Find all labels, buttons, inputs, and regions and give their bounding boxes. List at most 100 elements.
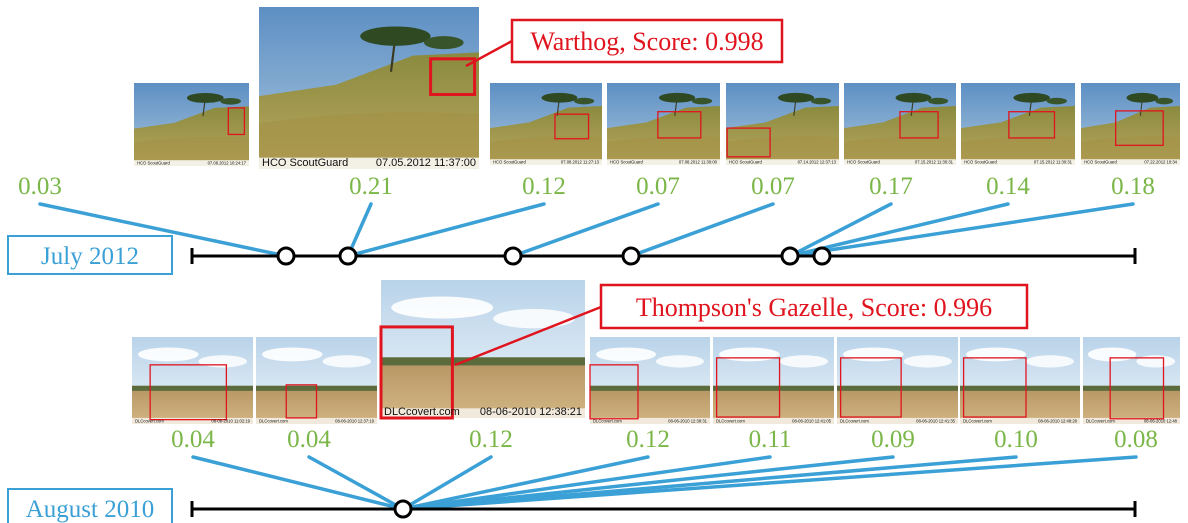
connectors-july-2012 bbox=[38, 202, 1135, 258]
connector-line bbox=[191, 455, 405, 511]
score-label: 0.07 bbox=[751, 173, 795, 200]
connector-line bbox=[401, 455, 772, 511]
score-label: 0.11 bbox=[749, 426, 792, 453]
score-label: 0.07 bbox=[636, 173, 680, 200]
camera-timestamp-text: 08-06-2010 12:37:19 bbox=[335, 419, 375, 424]
connector-line bbox=[346, 202, 546, 258]
camera-timestamp-text: 07.15.2012 11:30:31 bbox=[1034, 160, 1073, 165]
timeline-marker bbox=[393, 499, 413, 519]
detection-box bbox=[285, 384, 318, 419]
score-label: 0.04 bbox=[287, 426, 331, 453]
detection-box bbox=[589, 364, 639, 420]
score-label: 0.12 bbox=[469, 426, 513, 453]
score-label: 0.10 bbox=[994, 426, 1038, 453]
camera-timestamp-text: 07.08.2012 11:30:00 bbox=[679, 160, 718, 165]
connector-line bbox=[629, 202, 775, 258]
timeline-marker bbox=[621, 246, 641, 266]
detection-box bbox=[379, 325, 454, 420]
camera-brand-text: DLCcovert.com bbox=[963, 419, 992, 424]
detection-box bbox=[149, 364, 228, 421]
connector-line bbox=[401, 455, 1138, 511]
markers-july-2012 bbox=[276, 246, 832, 266]
connector-line bbox=[401, 455, 650, 511]
camera-timestamp-text: 07.22.2012 10:34 bbox=[1144, 160, 1177, 165]
date-label-august-2010-box: August 2010 bbox=[7, 488, 173, 523]
score-label: 0.04 bbox=[171, 426, 215, 453]
camera-brand-text: HCO ScoutGuard bbox=[610, 160, 643, 165]
detection-box bbox=[715, 357, 781, 418]
camera-timestamp-text: 08-06-2010 12:38:21 bbox=[480, 406, 582, 418]
score-label: 0.12 bbox=[626, 426, 670, 453]
score-label: 0.18 bbox=[1111, 173, 1155, 200]
camera-timestamp-text: 08-06-2010 12:48 bbox=[1144, 419, 1178, 424]
detection-box bbox=[726, 127, 771, 158]
camera-timestamp-text: 08-06-2010 12:48:28 bbox=[1038, 419, 1078, 424]
timeline-marker bbox=[276, 246, 296, 266]
date-label-august-2010: August 2010 bbox=[26, 496, 154, 523]
connector-line bbox=[788, 202, 1010, 258]
callout-warthog-text: Warthog, Score: 0.998 bbox=[530, 27, 763, 56]
score-label: 0.08 bbox=[1114, 426, 1158, 453]
timeline-marker bbox=[338, 246, 358, 266]
camera-brand-text: HCO ScoutGuard bbox=[847, 160, 880, 165]
callout-gazelle-text: Thompson's Gazelle, Score: 0.996 bbox=[636, 293, 992, 322]
connector-line bbox=[788, 202, 893, 258]
score-label: 0.17 bbox=[869, 173, 913, 200]
connector-line bbox=[401, 455, 493, 511]
camera-brand-text: DLCcovert.com bbox=[840, 419, 869, 424]
camera-brand-text: DLCcovert.com bbox=[593, 419, 622, 424]
camera-timestamp-text: 07.15.2012 11:30:31 bbox=[915, 160, 954, 165]
camera-brand-text: HCO ScoutGuard bbox=[1084, 160, 1117, 165]
callout-gazelle: Thompson's Gazelle, Score: 0.996 bbox=[454, 283, 1029, 367]
timeline-july-2012 bbox=[190, 248, 1137, 264]
detection-box bbox=[429, 57, 477, 96]
timeline-marker bbox=[503, 246, 523, 266]
camera-brand-text: DLCcovert.com bbox=[384, 406, 460, 418]
detection-box bbox=[1008, 111, 1056, 139]
camera-timestamp-text: 08-06-2010 12:41:05 bbox=[792, 419, 832, 424]
connector-line bbox=[788, 202, 1135, 258]
camera-timestamp-text: 07.08.2012 11:27:13 bbox=[561, 160, 600, 165]
detection-box bbox=[1115, 110, 1164, 146]
detection-box bbox=[227, 107, 246, 136]
markers-august-2010 bbox=[393, 499, 413, 519]
thumbnail: HCO ScoutGuard 07.15.2012 11:30:31 bbox=[844, 83, 956, 165]
thumbnail: DLCcovert.com 08-06-2010 12:38:31 bbox=[589, 337, 710, 424]
thumbnail: HCO ScoutGuard 07.08.2012 11:27:13 bbox=[490, 83, 602, 165]
timeline-marker bbox=[812, 246, 832, 266]
date-label-july-2012: July 2012 bbox=[41, 243, 139, 270]
camera-brand-text: DLCcovert.com bbox=[259, 419, 288, 424]
callout-warthog: Warthog, Score: 0.998 bbox=[465, 18, 784, 68]
thumbnail: DLCcovert.com 08-06-2010 12:48:28 bbox=[960, 337, 1080, 424]
detection-box bbox=[962, 357, 1027, 418]
connector-line bbox=[307, 455, 405, 511]
camera-brand-text: HCO ScoutGuard bbox=[137, 161, 170, 166]
detection-box bbox=[1109, 357, 1165, 420]
camera-timestamp-text: 08-06-2010 11:02:19 bbox=[211, 419, 250, 424]
thumbnail: DLCcovert.com 08-06-2010 12:37:19 bbox=[256, 337, 377, 424]
camera-timestamp-text: 07.14.2012 12:37:13 bbox=[798, 160, 837, 165]
date-label-july-2012-box: July 2012 bbox=[7, 235, 173, 275]
camera-brand-text: HCO ScoutGuard bbox=[493, 160, 526, 165]
timeline-august-2010 bbox=[190, 501, 1137, 517]
thumbnail: HCO ScoutGuard 07.08.2012 11:30:00 bbox=[607, 83, 720, 165]
camera-timestamp-text: 08-06-2010 12:41:35 bbox=[916, 419, 956, 424]
detection-box bbox=[899, 111, 939, 139]
score-label: 0.09 bbox=[871, 426, 915, 453]
camera-timestamp-text: 08-06-2010 12:38:31 bbox=[668, 419, 708, 424]
score-label: 0.21 bbox=[349, 173, 393, 200]
camera-timestamp-text: 07.05.2012 11:37:00 bbox=[376, 157, 476, 169]
timeline-marker bbox=[780, 246, 800, 266]
